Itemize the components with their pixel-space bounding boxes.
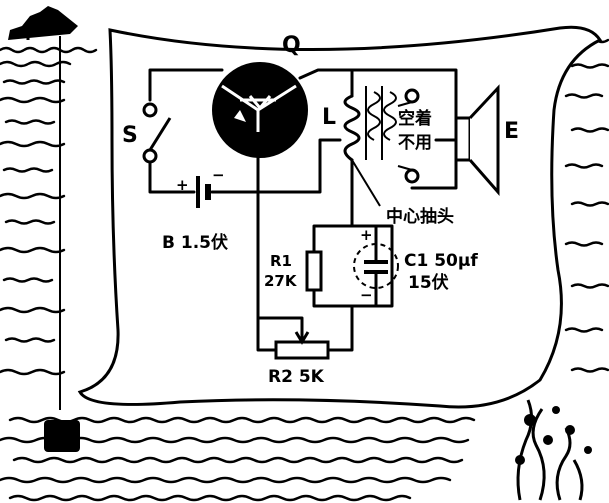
switch-symbol (142, 102, 172, 164)
speaker-label: E (504, 119, 519, 144)
resistor-r2 (274, 318, 330, 360)
center-tap-label: 中心抽头 (386, 206, 454, 227)
battery-symbol (196, 176, 211, 208)
unused-label-2: 不用 (398, 133, 432, 153)
cap-minus: − (360, 286, 373, 304)
seaweed-plants (515, 399, 592, 501)
fisherman-silhouette (8, 6, 78, 410)
unused-label-1: 空着 (398, 108, 432, 129)
battery-plus: + (176, 176, 189, 194)
inductor-coil (343, 86, 420, 207)
c1-voltage: 15伏 (408, 272, 449, 293)
r1-name: R1 (270, 252, 292, 270)
speaker-symbol (434, 84, 500, 196)
switch-label: S (122, 123, 138, 148)
r2-label: R2 5K (268, 367, 325, 387)
cap-plus: + (360, 226, 373, 244)
capacitor-c1 (353, 226, 399, 306)
battery-label: B 1.5伏 (162, 232, 228, 253)
c1-name: C1 50μf (404, 251, 478, 271)
sinker (44, 420, 80, 452)
battery-minus: − (212, 166, 225, 184)
water-background (0, 36, 609, 502)
r1-value: 27K (264, 272, 298, 290)
inductor-label: L (322, 105, 336, 130)
transistor-symbol (212, 62, 308, 158)
transistor-label: Q (282, 33, 301, 58)
resistor-r1 (305, 250, 323, 292)
